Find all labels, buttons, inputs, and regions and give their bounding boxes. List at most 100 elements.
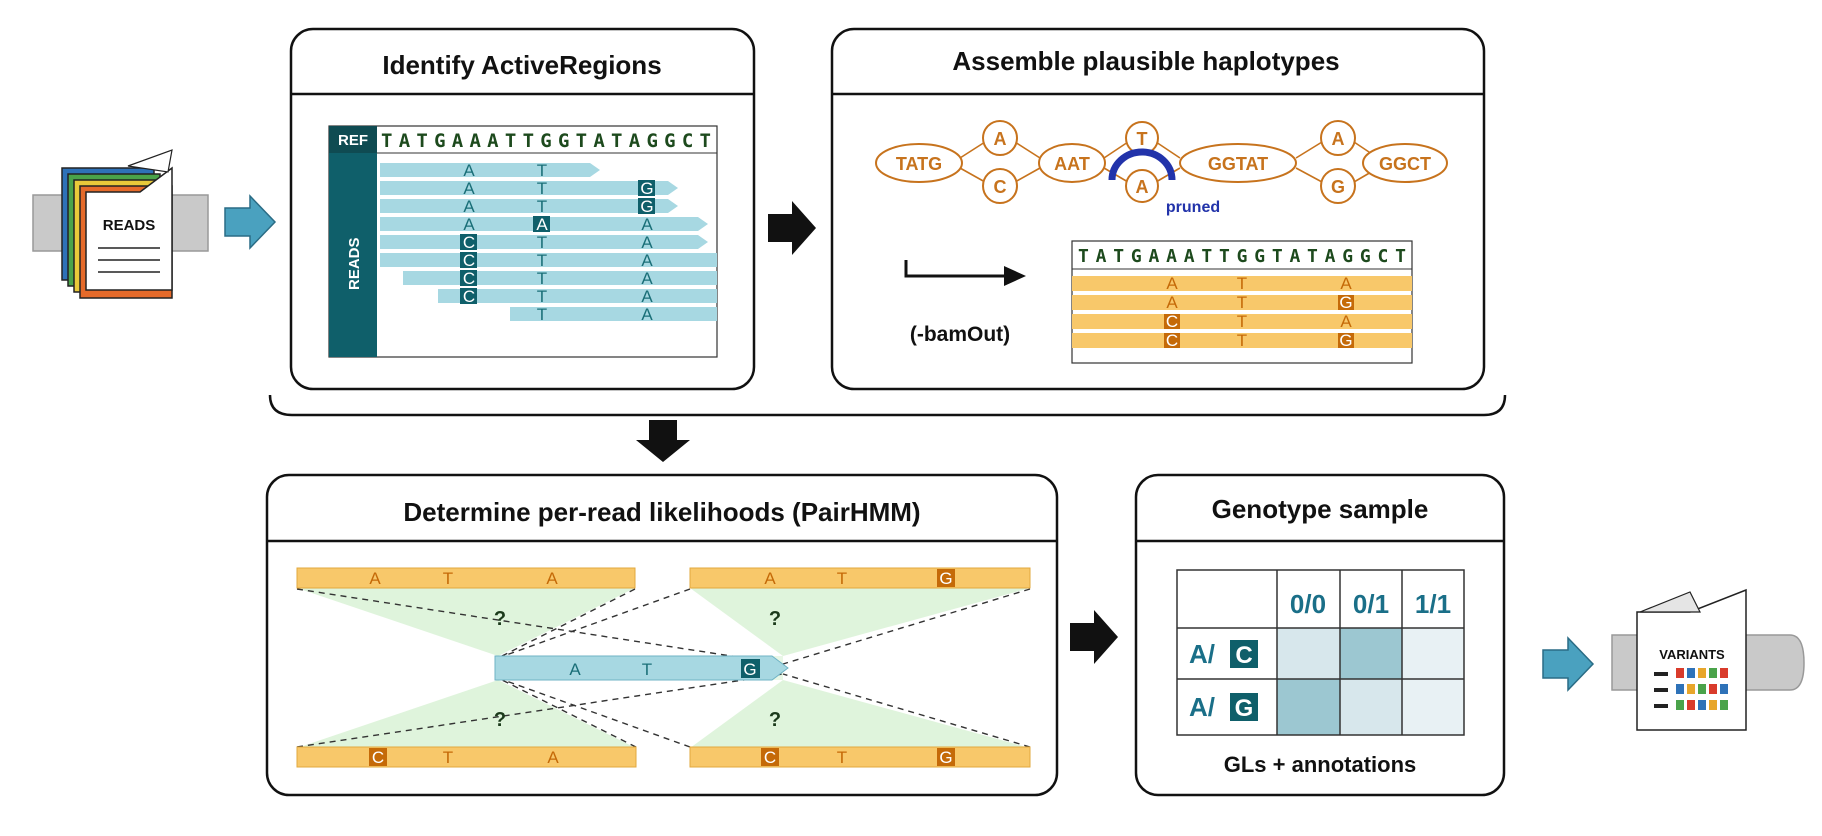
read-base: T bbox=[537, 305, 547, 324]
svg-text:A: A bbox=[1136, 177, 1149, 197]
panel-pairhmm: Determine per-read likelihoods (PairHMM)… bbox=[265, 473, 1059, 797]
panel-genotype-sample: Genotype sample 0/0 0/1 1/1 A/ C A/ G bbox=[1134, 473, 1506, 797]
haplotype-base: G bbox=[1339, 331, 1352, 350]
gl-table-grid bbox=[1176, 569, 1465, 736]
read-base: C bbox=[463, 233, 475, 252]
reads-side-label: READS bbox=[346, 237, 363, 290]
hap-bar-top-right: A T G bbox=[689, 567, 1031, 589]
graph-node-aat: AAT bbox=[1038, 143, 1106, 183]
svg-text:C: C bbox=[1235, 642, 1252, 669]
svg-text:C: C bbox=[764, 748, 776, 767]
panel-assemble-haplotypes: Assemble plausible haplotypes TATG A bbox=[830, 27, 1486, 391]
gt-col-header: 0/0 bbox=[1290, 589, 1326, 619]
hap-bar-bottom-left: C T A bbox=[296, 746, 637, 768]
haplotype-base: A bbox=[1166, 293, 1178, 312]
question-mark: ? bbox=[494, 709, 506, 731]
graph-node-a1: A bbox=[982, 120, 1018, 156]
svg-text:T: T bbox=[1137, 129, 1148, 149]
ref-tag: REF bbox=[338, 132, 368, 149]
graph-node-ggct: GGCT bbox=[1362, 143, 1448, 183]
svg-text:T: T bbox=[443, 748, 453, 767]
question-mark: ? bbox=[769, 608, 781, 630]
haplotype-base: A bbox=[1340, 274, 1352, 293]
read-base: C bbox=[463, 287, 475, 306]
input-arrow-icon bbox=[224, 194, 277, 250]
gt-col-header: 1/1 bbox=[1415, 589, 1451, 619]
svg-text:G: G bbox=[1235, 695, 1254, 722]
alignment-wedge bbox=[690, 588, 1030, 656]
read-base: T bbox=[537, 233, 547, 252]
svg-text:C: C bbox=[372, 748, 384, 767]
reads-side-bar bbox=[329, 153, 377, 357]
read-base: C bbox=[463, 269, 475, 288]
read-base: T bbox=[537, 161, 547, 180]
panel-title: Genotype sample bbox=[1212, 494, 1429, 524]
svg-text:A/: A/ bbox=[1189, 692, 1215, 722]
graph-node-g: G bbox=[1320, 168, 1356, 204]
read-base: A bbox=[463, 179, 475, 198]
bamout-arrow-icon bbox=[904, 260, 1008, 278]
read-base: A bbox=[463, 197, 475, 216]
variants-grid-icon bbox=[1654, 668, 1728, 710]
svg-text:T: T bbox=[837, 748, 847, 767]
output-doc-label: VARIANTS bbox=[1659, 647, 1725, 662]
haplotype-base: G bbox=[1339, 293, 1352, 312]
read-base: A bbox=[641, 251, 653, 270]
ref-tag-bg bbox=[329, 126, 377, 153]
read-base: T bbox=[537, 197, 547, 216]
bamout-arrow-head-icon bbox=[1004, 266, 1026, 286]
alignment-dashed-lines bbox=[296, 588, 1031, 748]
panel-title: Assemble plausible haplotypes bbox=[952, 46, 1339, 76]
gl-footer: GLs + annotations bbox=[1224, 752, 1417, 777]
read-base: A bbox=[641, 287, 653, 306]
hap-bar-top-left: A T A bbox=[296, 567, 636, 589]
svg-text:G: G bbox=[743, 660, 756, 679]
haplotype-base: T bbox=[1237, 293, 1247, 312]
svg-text:G: G bbox=[939, 748, 952, 767]
read-base: T bbox=[537, 269, 547, 288]
gl-cell bbox=[1277, 628, 1340, 679]
output-arrow-icon bbox=[1542, 636, 1595, 692]
gl-cell-highlight bbox=[1277, 679, 1340, 735]
read-base: C bbox=[463, 251, 475, 270]
read-base: A bbox=[463, 161, 475, 180]
haplotype-base: T bbox=[1237, 312, 1247, 331]
arrow-right-icon bbox=[768, 201, 816, 255]
graph-node-tatg: TATG bbox=[875, 143, 963, 183]
read-base: A bbox=[641, 215, 653, 234]
svg-text:G: G bbox=[1331, 177, 1345, 197]
alignment-wedge bbox=[690, 680, 1030, 748]
svg-text:A/: A/ bbox=[1189, 639, 1215, 669]
input-doc-label: READS bbox=[103, 217, 156, 234]
output-variants-icon: VARIANTS bbox=[1611, 588, 1805, 731]
bamout-label: (-bamOut) bbox=[910, 323, 1010, 346]
input-reads-icon: READS bbox=[32, 149, 209, 299]
svg-text:TATG: TATG bbox=[896, 154, 942, 174]
svg-text:AAT: AAT bbox=[1054, 154, 1090, 174]
read-base: A bbox=[641, 269, 653, 288]
graph-node-ggtat: GGTAT bbox=[1179, 143, 1297, 183]
svg-text:GGCT: GGCT bbox=[1379, 154, 1431, 174]
question-mark: ? bbox=[769, 709, 781, 731]
svg-text:C: C bbox=[994, 177, 1007, 197]
haplotype-base: T bbox=[1237, 331, 1247, 350]
graph-node-t: T bbox=[1125, 121, 1159, 155]
alignment-wedge bbox=[297, 588, 635, 656]
svg-text:T: T bbox=[837, 569, 847, 588]
gt-row-header: A/ G bbox=[1189, 692, 1258, 722]
svg-text:T: T bbox=[642, 660, 652, 679]
svg-text:A: A bbox=[546, 569, 558, 588]
read-base: T bbox=[537, 179, 547, 198]
panel-identify-activeregions: Identify ActiveRegions REF TATGAAATTGGTA… bbox=[289, 27, 756, 391]
graph-node-c: C bbox=[982, 168, 1018, 204]
read-base: A bbox=[641, 305, 653, 324]
svg-text:A: A bbox=[569, 660, 581, 679]
